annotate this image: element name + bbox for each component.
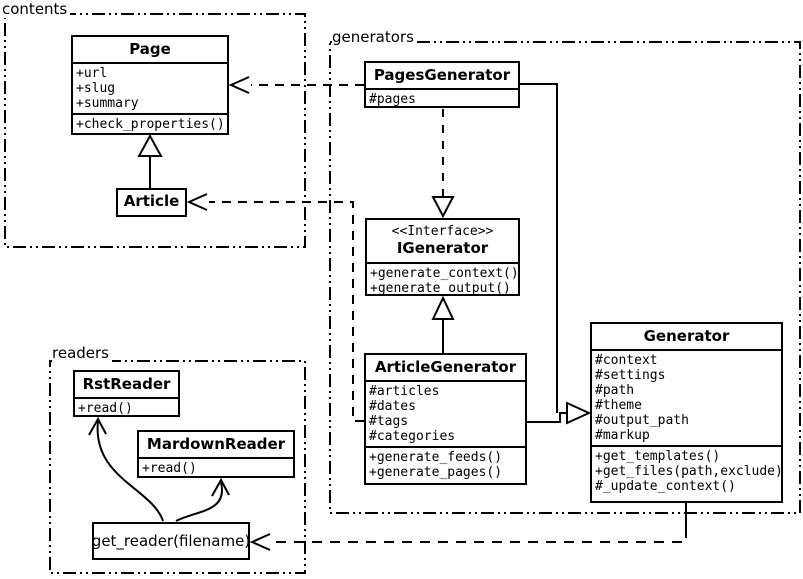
class-mardownreader-name: MardownReader [146,435,286,453]
readers-package-label: readers [52,344,112,362]
edge-pagesgenerator-to-generator [520,83,558,413]
attribute: #pages [369,92,416,107]
realization-triangle-igenerator-bottom [431,295,455,320]
method: +read() [142,461,197,476]
attribute: #output_path [595,413,689,428]
attribute: #articles [369,384,440,399]
attribute: #settings [595,368,666,383]
attribute: #tags [369,414,409,429]
method: +generate_pages() [369,465,503,480]
attribute: #categories [369,429,456,444]
edge-getreader-to-rstreader [96,420,164,522]
inheritance-triangle-page [137,133,163,157]
edge-getreader-to-mardownreader [175,481,224,522]
readers-package-border [49,360,306,574]
class-generator-attributes: #context #settings #path #theme #output_… [592,349,781,445]
generators-package-label: generators [332,28,417,46]
class-mardownreader: MardownReader +read() [137,430,295,478]
method: #_update_context() [595,479,736,494]
open-arrowhead-rstreader [88,416,107,436]
edge-articlegenerator-to-article [209,201,364,422]
class-rstreader-methods: +read() [75,397,178,416]
open-arrowhead-getreader [249,533,271,551]
attribute: #dates [369,399,416,414]
class-igenerator-methods: +generate_context() +generate_output() [367,262,519,296]
inheritance-triangle-generator [566,401,592,425]
class-articlegenerator: ArticleGenerator #articles #dates #tags … [364,353,527,485]
method: +check_properties() [76,117,225,132]
class-igenerator: <<Interface>> IGenerator +generate_conte… [365,218,520,296]
generators-package-border [329,41,801,514]
class-articlegenerator-attributes: #articles #dates #tags #categories [366,380,525,446]
method: +read() [78,401,133,416]
class-articlegenerator-name: ArticleGenerator [374,358,517,376]
class-igenerator-name: IGenerator [396,239,489,257]
attribute: #context [595,353,658,368]
class-pagesgenerator-attributes: #pages [366,88,518,107]
class-mardownreader-methods: +read() [139,457,293,476]
edge-articlegenerator-to-generator [527,412,567,423]
class-page: Page +url +slug +summary +check_properti… [71,35,229,135]
class-generator-name: Generator [643,327,730,345]
class-pagesgenerator-name: PagesGenerator [373,66,511,84]
attribute: #path [595,383,635,398]
open-arrowhead-page [228,76,250,94]
contents-package-label: contents [2,0,71,18]
class-article: Article [116,188,187,217]
class-igenerator-stereotype: <<Interface>> [391,224,494,239]
class-article-name: Article [123,192,180,210]
method: +get_templates() [595,449,721,464]
class-page-methods: +check_properties() [73,113,227,133]
class-rstreader: RstReader +read() [73,370,180,417]
attribute: +url [76,66,108,81]
open-arrowhead-mardownreader [211,477,230,497]
attribute: +slug [76,81,116,96]
class-pagesgenerator: PagesGenerator #pages [364,61,520,108]
edge-generator-to-getreader [272,528,687,543]
class-page-name: Page [129,40,171,58]
realization-triangle-igenerator-top [431,196,455,219]
function-get-reader-label: get_reader(filename) [91,532,251,550]
class-articlegenerator-methods: +generate_feeds() +generate_pages() [366,446,525,482]
class-page-attributes: +url +slug +summary [73,62,227,113]
attribute: #theme [595,398,642,413]
method: +get_files(path,exclude) [595,464,783,479]
class-rstreader-name: RstReader [82,375,171,393]
contents-package-border [4,13,306,248]
attribute: #markup [595,428,650,443]
function-get-reader: get_reader(filename) [92,522,250,560]
method: +generate_context() [370,266,519,281]
class-generator-methods: +get_templates() +get_files(path,exclude… [592,445,781,496]
method: +generate_output() [370,281,511,296]
method: +generate_feeds() [369,450,503,465]
attribute: +summary [76,96,139,111]
open-arrowhead-article [186,193,208,211]
class-generator: Generator #context #settings #path #them… [590,322,783,503]
